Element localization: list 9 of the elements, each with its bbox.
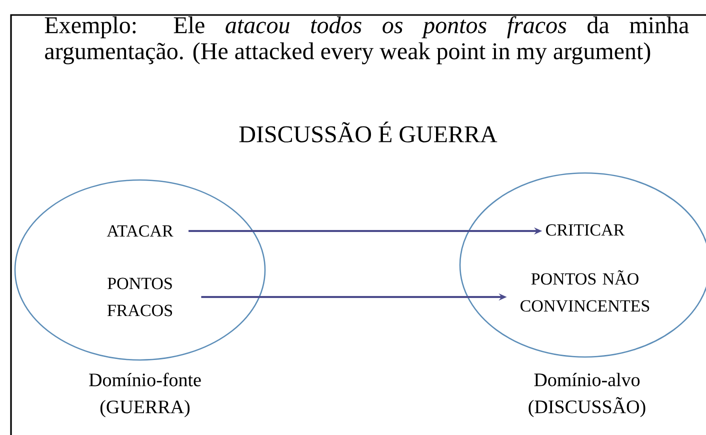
ellipse-shape <box>14 179 266 361</box>
domain-caption: Domínio-fonte (GUERRA) <box>89 372 201 418</box>
domain-caption: Domínio-alvo (DISCUSSÃO) <box>528 372 646 418</box>
concept-label: ATACAR <box>106 225 174 237</box>
title: DISCUSSÃO É GUERRA <box>239 122 498 142</box>
concept-label: PONTOS NÃO CONVINCENTES <box>520 270 650 312</box>
concept-label: CRITICAR <box>546 224 625 236</box>
concept-label: PONTOS FRACOS <box>107 278 172 316</box>
example-text: Exemplo: Ele atacou todos os pontos fracos da minha argumentação. (He attacked every weak point in my argument) <box>44 16 689 64</box>
